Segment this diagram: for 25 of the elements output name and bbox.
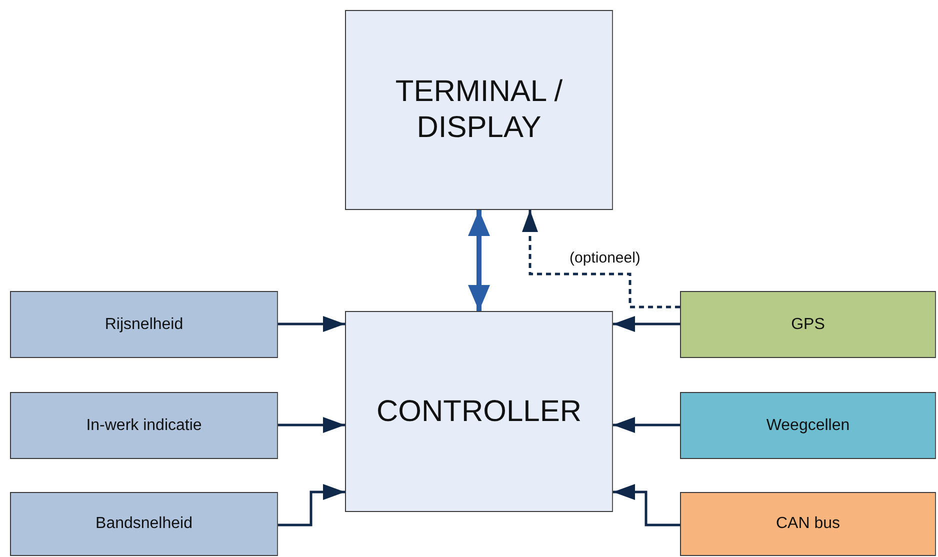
edge-label: (optioneel): [568, 250, 642, 266]
arrow: [278, 316, 345, 332]
terminal-box: [345, 10, 613, 210]
box-label: TERMINAL / DISPLAY: [394, 74, 564, 146]
input-box: [10, 392, 278, 459]
controller-box: [345, 311, 613, 512]
box-label: In-werk indicatie: [86, 416, 202, 436]
input-box: [10, 291, 278, 358]
arrow: [468, 210, 490, 311]
arrow: [278, 417, 345, 433]
input-box: [680, 291, 936, 358]
arrow: [278, 484, 345, 526]
box-label: GPS: [791, 314, 825, 334]
input-box: [680, 492, 936, 556]
input-box: [680, 392, 936, 459]
arrow: [613, 417, 680, 433]
input-box: [10, 492, 278, 556]
box-label: CONTROLLER: [376, 394, 582, 430]
arrow: [522, 210, 680, 308]
arrow: [613, 316, 680, 332]
box-label: Weegcellen: [766, 416, 850, 436]
arrow: [613, 484, 680, 526]
box-label: Bandsnelheid: [96, 514, 192, 534]
box-label: CAN bus: [776, 514, 840, 534]
box-label: Rijsnelheid: [104, 314, 184, 334]
